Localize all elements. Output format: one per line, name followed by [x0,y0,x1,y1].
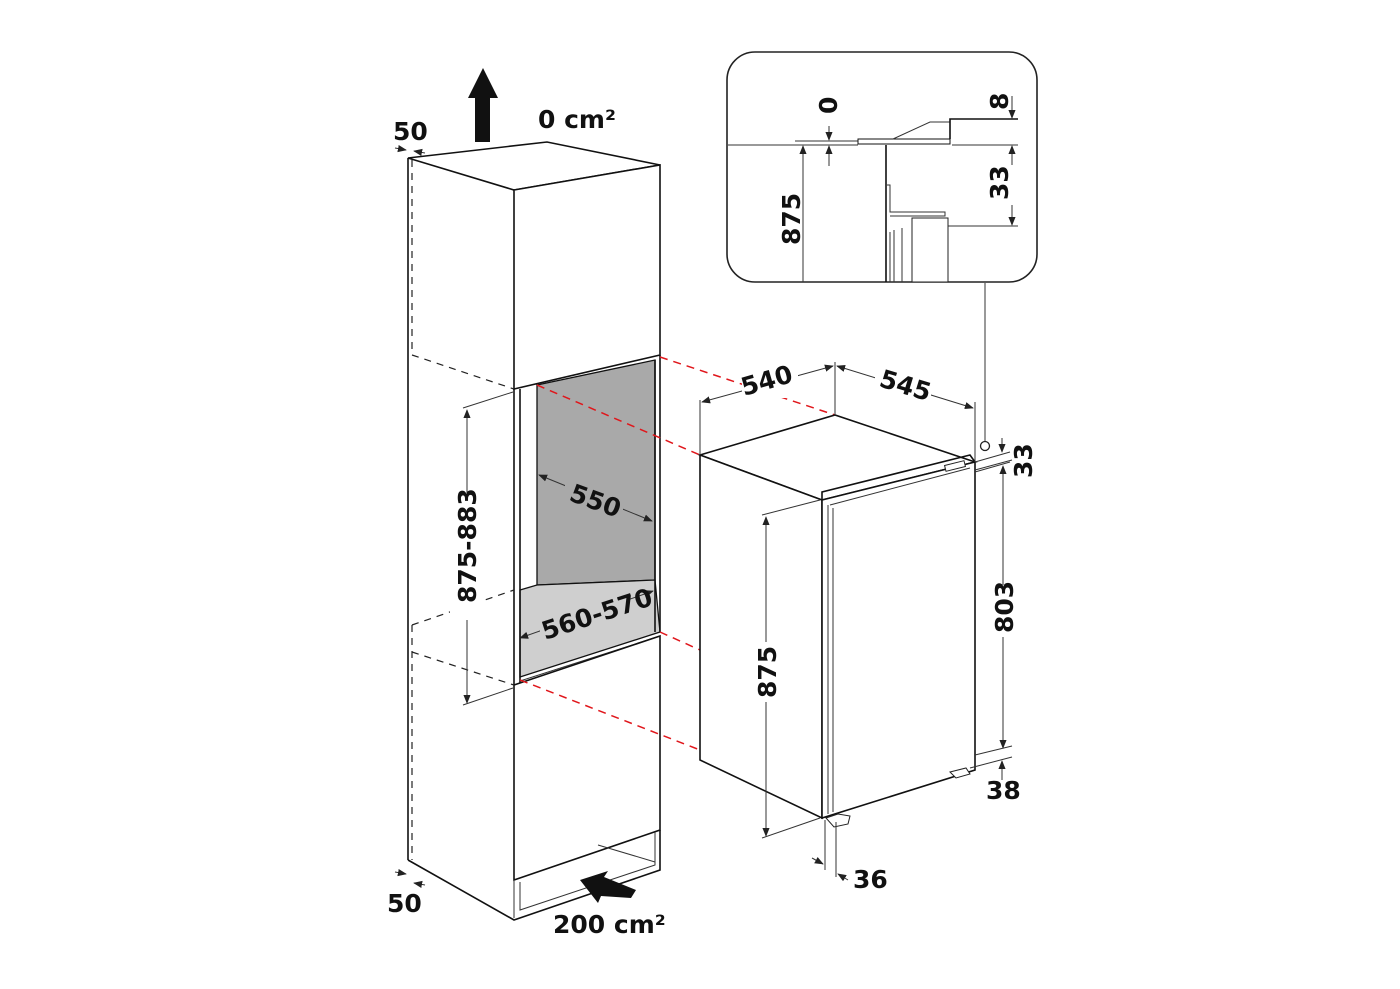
rear-gap-bottom-label: 50 [387,889,422,918]
detail-callout-marker [979,440,991,452]
niche-depth-dimension [538,474,653,522]
ventilation-inlet-arrow-icon [580,871,636,903]
top-gap-label: 33 [1009,443,1038,478]
niche-width-dimension [519,590,654,639]
alignment-guides [519,356,836,751]
inset-height-label: 875 [777,193,806,245]
detail-inset [726,51,1038,283]
rear-gap-top-label: 50 [393,117,428,146]
fridge-door [821,460,976,820]
niche-height-dimension [450,391,514,706]
vent-bottom-label: 200 cm² [553,910,666,939]
door-height-dimension [752,499,821,839]
feet-height-dimension [969,756,1013,780]
refrigerator [697,414,978,828]
cabinet-lower-front [513,634,661,882]
feet-height-label: 38 [986,776,1021,805]
rear-gap-bottom-dimension [394,869,426,888]
inset-gap-label: 33 [985,165,1014,200]
ventilation-outlet-arrow-icon [468,68,498,142]
width-depth-dimensions [699,362,976,462]
vent-top-label: 0 cm² [538,105,616,134]
door-offset-label: 36 [853,865,888,894]
inset-step-label: 8 [985,93,1014,110]
top-gap-dimension [974,283,1011,473]
body-height-label: 803 [990,581,1019,633]
inset-top-offset-label: 0 [814,97,843,114]
rear-gap-top-dimension [394,145,426,156]
niche-height-label: 875-883 [453,488,482,603]
door-height-label: 875 [753,646,782,698]
cabinet [407,141,661,921]
cabinet-upper-front [513,164,661,391]
body-height-dimension [974,459,1018,756]
door-offset-dimension [811,820,849,882]
fridge-side [699,453,823,820]
niche-back-wall [536,359,656,586]
